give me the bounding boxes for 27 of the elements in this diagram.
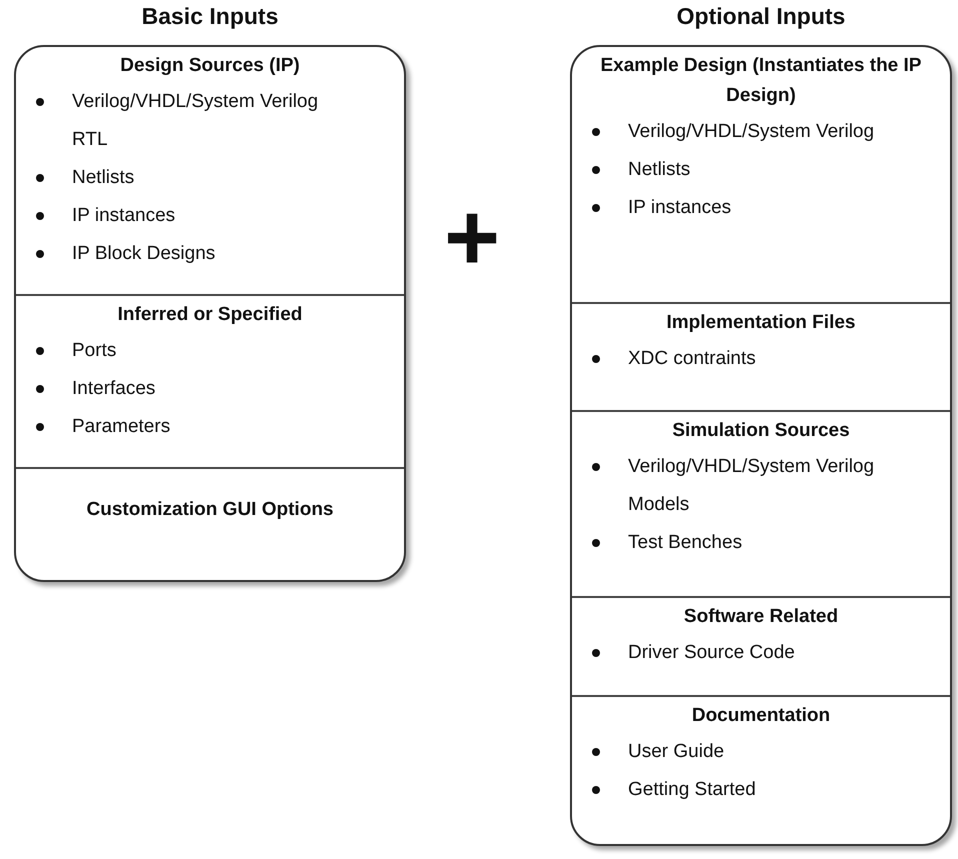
section-heading: Implementation Files — [666, 311, 856, 335]
bullet-item: Verilog/VHDL/System Verilog — [628, 121, 874, 142]
bullet-item: Verilog/VHDL/System Verilog RTL — [72, 91, 318, 150]
section-heading: Documentation — [690, 704, 832, 728]
bullet-item: Netlists — [72, 167, 134, 188]
bullet-item: User Guide — [628, 741, 724, 762]
bullet-item: IP Block Designs — [72, 243, 216, 264]
bullet-item: Test Benches — [628, 532, 742, 553]
bullet-item: Netlists — [628, 159, 690, 180]
bullet-item: Ports — [72, 340, 116, 361]
section-heading: Customization GUI Options — [86, 498, 334, 522]
bullet-item: Verilog/VHDL/System Verilog Models — [628, 456, 874, 515]
bullet-item: IP instances — [72, 205, 176, 226]
panel-heading: Basic Inputs — [140, 3, 280, 30]
bullet-item: Driver Source Code — [628, 642, 795, 663]
bullet-item: XDC contraints — [628, 348, 756, 369]
section-heading: Example Design (Instantiates the IP Design) — [600, 54, 922, 108]
section-heading: Simulation Sources — [671, 419, 851, 443]
section-heading: Design Sources (IP) — [119, 54, 301, 78]
bullet-item: Interfaces — [72, 378, 156, 399]
bullet-item: Getting Started — [628, 779, 756, 800]
panel-heading: Optional Inputs — [676, 3, 846, 30]
section-heading: Software Related — [682, 605, 840, 629]
plus-sign: + — [444, 190, 500, 286]
bullet-item: IP instances — [628, 197, 732, 218]
bullet-item: Parameters — [72, 416, 170, 437]
section-heading: Inferred or Specified — [116, 303, 304, 327]
